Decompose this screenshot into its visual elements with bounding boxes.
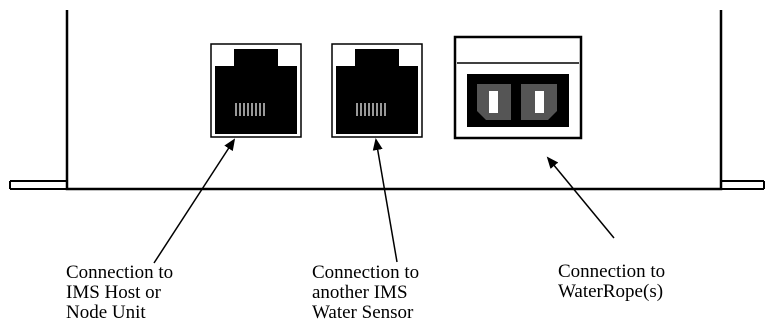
host-connection-label: Connection to IMS Host or Node Unit (66, 263, 173, 323)
sensor-connection-label: Connection to another IMS Water Sensor (312, 263, 419, 323)
sensor-label-line-3: Water Sensor (312, 302, 414, 323)
sensor-label-line-1: Connection to (312, 262, 420, 283)
sensor-rj45-jack-icon (331, 43, 423, 138)
sensor-arrow (372, 138, 398, 263)
host-label-line-2: IMS Host or (66, 282, 162, 303)
waterrope-arrow (546, 156, 615, 239)
waterrope-label-line-1: Connection to (558, 261, 666, 282)
host-rj45-jack-icon (210, 43, 302, 138)
sensor-label-line-2: another IMS (312, 282, 408, 303)
sensor-enclosure (65, 10, 723, 191)
host-arrow (153, 138, 236, 264)
waterrope-label-line-2: WaterRope(s) (558, 281, 664, 302)
left-mounting-flange (9, 180, 67, 190)
waterrope-terminal-icon (453, 35, 583, 140)
waterrope-connection-label: Connection to WaterRope(s) (558, 262, 665, 302)
host-label-line-1: Connection to (66, 262, 174, 283)
right-mounting-flange (721, 180, 765, 190)
host-label-line-3: Node Unit (66, 302, 146, 323)
